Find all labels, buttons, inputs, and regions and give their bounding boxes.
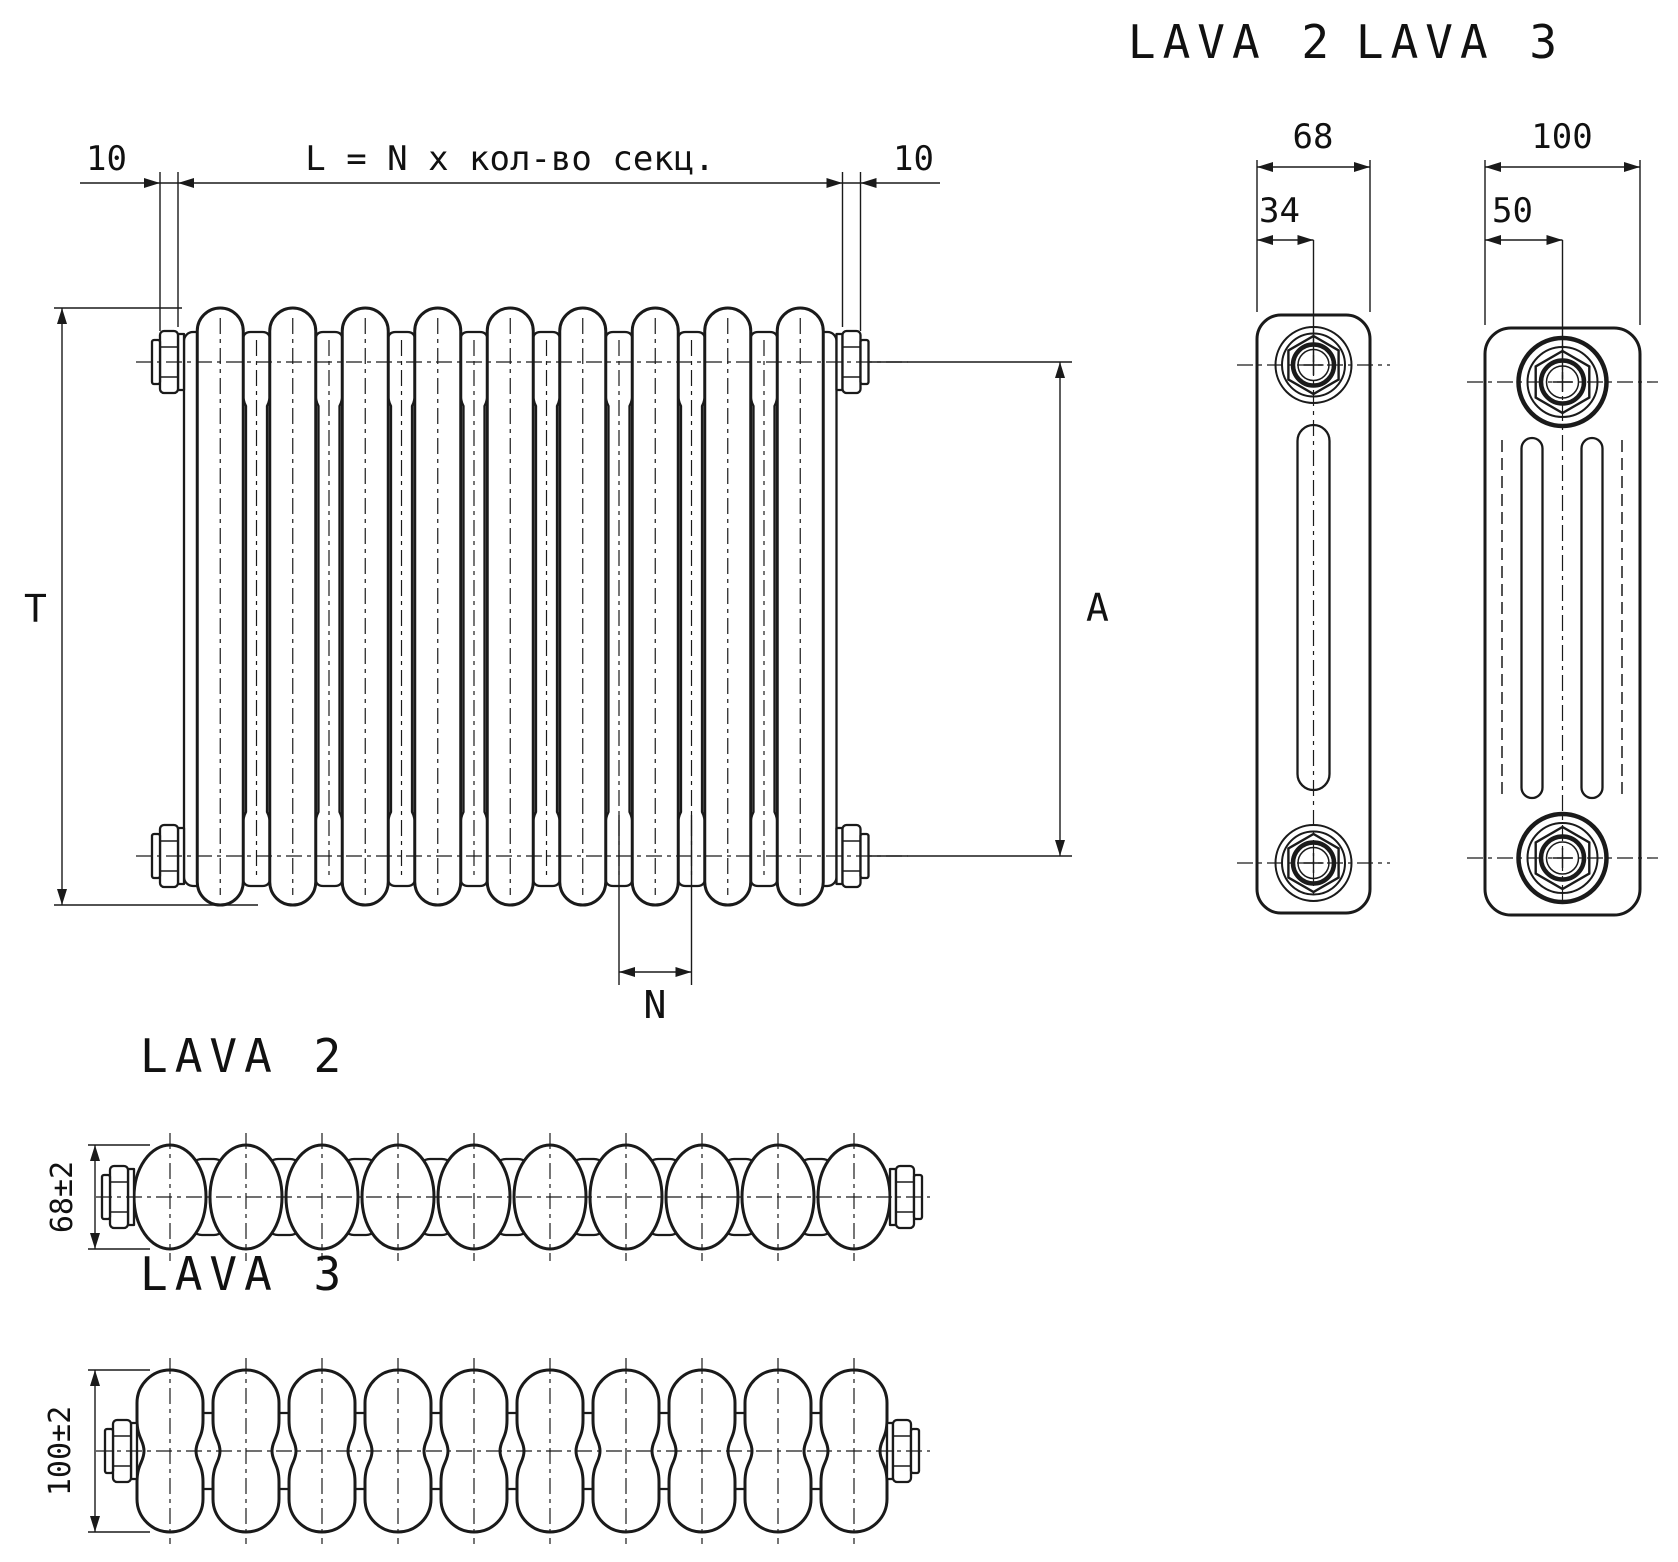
front-view-section-joints [182,330,838,888]
top-view-lava2: LAVA 2 68±2 [45,1029,930,1261]
top-view-lava3: LAVA 3 100±2 [43,1247,930,1544]
front-view-dimensions: 10 L = N x кол-во секц. 10 T A N [24,139,1109,1027]
front-tube [413,306,463,907]
front-view-tubes [195,306,825,907]
front-tube [268,306,318,907]
front-tube [703,306,753,907]
lava3-dim-width: 100 [1531,117,1592,157]
dim-right-gap: 10 [893,139,934,179]
lava3-dim-axis: 50 [1492,191,1533,231]
lava3-top-dim-depth: 100±2 [43,1406,78,1496]
side-view-lava2-title: LAVA 2 [1128,15,1336,69]
side-view-lava3: LAVA 3 100 50 [1356,15,1658,917]
lava2-dim-axis: 34 [1259,191,1300,231]
dim-section-pitch: N [644,983,667,1027]
dim-left-gap: 10 [86,139,127,179]
dim-length-formula: L = N x кол-во секц. [305,139,714,179]
front-view [136,306,908,907]
top-view-lava3-title: LAVA 3 [140,1247,348,1301]
lava2-top-dim-depth: 68±2 [45,1161,80,1233]
front-tube [558,306,608,907]
top-view-lava2-title: LAVA 2 [140,1029,348,1083]
front-tube [485,306,535,907]
lava2-dim-width: 68 [1293,117,1334,157]
front-tube [775,306,825,907]
front-tube [630,306,680,907]
dim-total-height: T [24,587,47,631]
side-view-lava3-title: LAVA 3 [1356,15,1564,69]
front-view-centerlines [136,318,908,895]
dim-port-distance: A [1086,586,1109,630]
side-view-lava2: LAVA 2 68 34 [1128,15,1390,915]
front-tube [340,306,390,907]
front-tube [195,306,245,907]
